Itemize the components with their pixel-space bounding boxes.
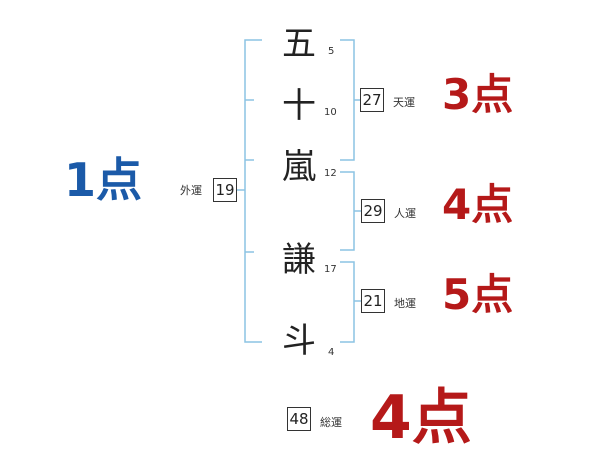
chiun-score: 5点 (442, 270, 514, 319)
tenun-score: 3点 (442, 70, 514, 119)
gaiun-score: 1点 (64, 153, 143, 207)
name-char-5: 斗 (282, 321, 316, 361)
stroke-count-5: 4 (328, 347, 335, 358)
jinun-value-box: 29 (361, 199, 385, 223)
jinun-bracket (340, 171, 355, 251)
stroke-count-3: 12 (324, 168, 337, 179)
name-char-3: 嵐 (282, 147, 316, 187)
souun-label: 総運 (320, 416, 342, 429)
outer-bracket (244, 39, 262, 343)
gaiun-label: 外運 (180, 184, 202, 197)
name-char-2: 十 (282, 86, 316, 126)
chiun-value-box: 21 (361, 289, 385, 313)
tenun-bracket (340, 39, 355, 161)
jinun-score: 4点 (442, 180, 514, 229)
chiun-label: 地運 (394, 297, 416, 310)
tenun-value-box: 27 (360, 88, 384, 112)
stroke-count-4: 17 (324, 264, 337, 275)
tenun-label: 天運 (393, 96, 415, 109)
souun-value-box: 48 (287, 407, 311, 431)
name-char-4: 謙 (282, 240, 316, 280)
chiun-bracket (340, 261, 355, 343)
jinun-label: 人運 (394, 207, 416, 220)
stroke-count-1: 5 (328, 46, 335, 57)
souun-score: 4点 (370, 383, 472, 453)
stroke-count-2: 10 (324, 107, 337, 118)
name-char-1: 五 (282, 24, 316, 64)
gaiun-value-box: 19 (213, 178, 237, 202)
